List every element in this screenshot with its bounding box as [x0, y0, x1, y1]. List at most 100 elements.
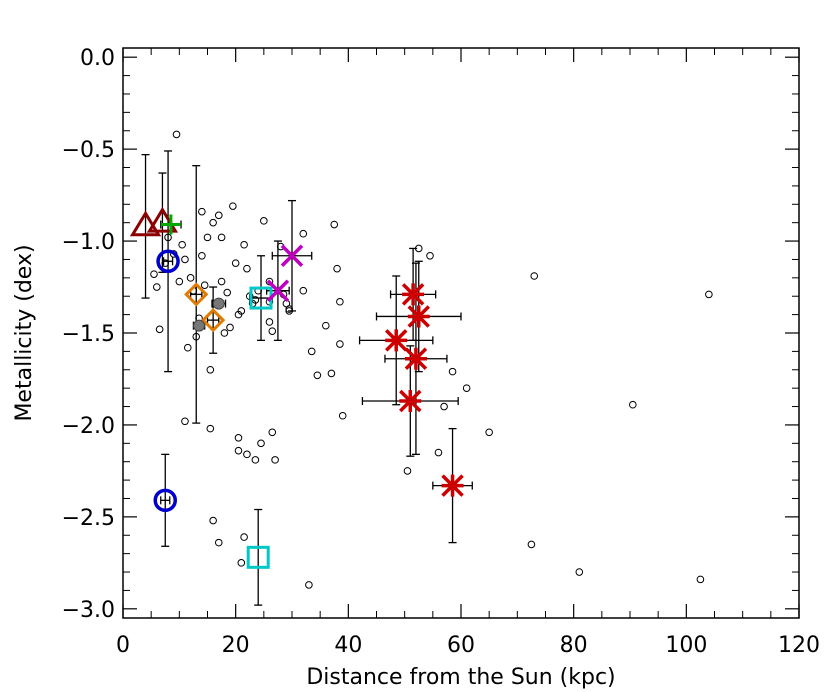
y-tick-label: −0.5	[62, 138, 115, 163]
data-point-blue-circle	[156, 249, 180, 274]
data-point-circle	[440, 402, 448, 411]
x-tick-label: 40	[334, 633, 362, 658]
data-point-circle	[330, 220, 339, 229]
data-point-circle	[181, 417, 189, 426]
data-point-circle	[530, 272, 539, 280]
data-point-circle	[705, 290, 713, 299]
data-point-circle	[198, 251, 206, 260]
data-point-circle	[229, 202, 237, 210]
data-point-red-star	[404, 347, 428, 370]
data-point-circle	[178, 240, 186, 249]
data-point-circle	[696, 575, 705, 584]
data-point-circle	[203, 233, 212, 242]
data-point-circle	[240, 240, 248, 249]
data-point-circle	[336, 340, 344, 348]
data-point-circle	[313, 371, 322, 380]
x-tick-label: 100	[665, 633, 707, 658]
y-tick-label: −2.0	[62, 414, 115, 439]
data-point-circle	[206, 365, 215, 374]
data-point-circle	[243, 450, 251, 459]
data-point-circle	[527, 540, 536, 549]
data-point-circle	[237, 559, 246, 567]
data-point-circle	[192, 332, 201, 341]
x-tick-label: 120	[778, 633, 820, 658]
data-point-circle	[217, 277, 226, 286]
data-point-circle	[336, 297, 344, 306]
data-point-circle	[223, 288, 232, 297]
data-point-circle	[161, 259, 170, 267]
data-point-circle	[183, 343, 192, 352]
y-axis-title: Metallicity (dex)	[12, 244, 37, 421]
data-point-square	[246, 545, 270, 569]
data-point-circle	[260, 217, 268, 225]
data-point-circle	[462, 384, 471, 392]
data-point-circle	[198, 207, 206, 216]
data-point-triangle	[146, 206, 179, 233]
data-point-circle	[285, 307, 293, 315]
data-point-circle	[150, 270, 158, 278]
y-tick-label: −1.0	[62, 230, 115, 255]
data-point-circle	[265, 277, 274, 286]
data-point-circle	[268, 327, 277, 335]
data-point-circle	[234, 446, 243, 455]
data-point-red-star	[399, 389, 422, 413]
data-point-circle	[214, 211, 223, 220]
data-point-red-star	[407, 305, 430, 328]
data-point-red-star	[441, 474, 464, 497]
data-point-circle	[575, 568, 584, 576]
data-point-circle	[338, 411, 347, 420]
data-point-circle	[214, 538, 223, 547]
data-point-circle	[268, 428, 277, 437]
data-point-magenta-x	[266, 279, 290, 302]
x-axis-title: Distance from the Sun (kpc)	[306, 665, 615, 690]
plot-frame	[122, 47, 800, 619]
data-point-circle	[172, 130, 181, 139]
data-point-circle	[251, 456, 260, 464]
data-point-circle	[307, 347, 316, 356]
data-point-circle	[234, 434, 243, 442]
data-point-circle	[448, 367, 457, 376]
data-point-red-star	[401, 283, 425, 306]
y-tick-label: −3.0	[62, 598, 115, 623]
x-tick-label: 20	[222, 633, 250, 658]
data-point-circle	[220, 329, 229, 337]
data-point-circle	[485, 428, 493, 437]
data-point-circle	[299, 229, 308, 238]
data-point-circle	[426, 251, 434, 260]
data-point-circle	[153, 283, 161, 291]
data-point-circle	[257, 439, 265, 448]
data-point-circle	[200, 281, 209, 289]
x-tick-label: 0	[116, 633, 130, 658]
y-tick-label: −2.5	[62, 506, 115, 531]
data-point-circle	[265, 318, 274, 326]
data-point-magenta-x	[280, 244, 304, 268]
y-tick-label: −1.5	[62, 322, 115, 347]
data-point-grey-dot	[212, 297, 225, 310]
data-point-circle	[155, 325, 164, 334]
data-point-circle	[209, 218, 217, 227]
data-point-circle	[240, 533, 248, 541]
x-tick-label: 80	[560, 633, 588, 658]
data-point-circle	[434, 448, 443, 457]
data-point-circle	[299, 286, 308, 295]
data-point-circle	[305, 581, 313, 589]
data-point-circle	[414, 244, 423, 253]
data-point-circle	[243, 264, 251, 273]
error-bars	[141, 150, 473, 606]
data-point-diamond	[201, 308, 226, 333]
axis-labels: Distance from the Sun (kpc) Metallicity …	[12, 244, 616, 690]
data-point-plus	[160, 214, 181, 235]
data-point-circle	[206, 424, 215, 433]
data-point-grey-dot	[193, 319, 206, 332]
data-point-blue-circle	[153, 488, 177, 513]
data-point-circle	[629, 400, 637, 409]
data-point-red-star	[384, 329, 408, 352]
data-point-circle	[175, 277, 184, 286]
data-point-circle	[226, 323, 234, 332]
data-point-circle	[327, 369, 336, 378]
x-tick-label: 60	[447, 633, 475, 658]
data-markers	[129, 130, 713, 589]
data-point-circle	[181, 255, 189, 264]
